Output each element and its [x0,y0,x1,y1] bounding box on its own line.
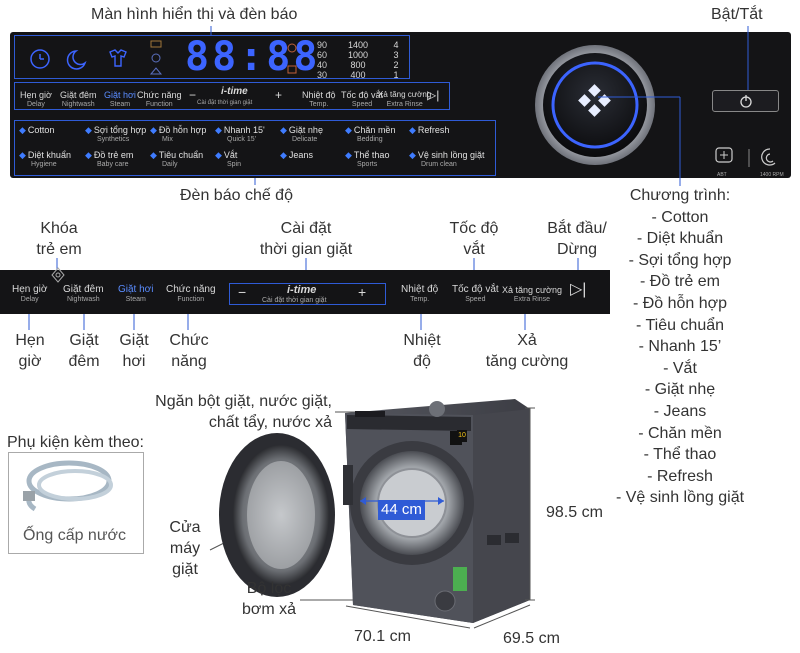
filter-label: Bộ lọc bơm xả [241,580,297,618]
power-button[interactable] [712,90,779,112]
depth-label: 69.5 cm [503,630,560,647]
rinse-values: 4 3 2 1 [393,40,399,80]
power-label: Bật/Tắt [711,6,763,23]
start-pause-button[interactable]: ▷| [427,88,440,102]
display-label: Màn hình hiển thị và đèn báo [91,6,298,23]
program-dial[interactable] [530,40,660,170]
temp-values: 90 60 40 30 [316,40,327,80]
digital-time-display: 88:88 [185,34,321,80]
button-strip [0,270,610,314]
door-label: Cửa máy giặt [169,519,201,578]
water-hose-icon [23,460,113,512]
rpm-label: 1400 RPM [760,172,784,178]
mode-refresh[interactable]: ◆Refresh [409,125,450,135]
mode-lights-label: Đèn báo chế độ [180,187,293,204]
lock-indicator-icons [287,43,297,74]
moon-icon [66,50,87,70]
start-stop-label: Bắt đầu/Dừng [547,220,607,258]
itime-control[interactable]: − i-time Cài đặt thời gian giặt + [189,86,283,107]
child-lock-icon [51,267,65,283]
accessory-label: Phụ kiện kèm theo: [7,434,144,451]
mode-quick15[interactable]: ◆Nhanh 15'Quick 15' [215,125,265,143]
strip-itime-control[interactable]: − i-time Cài đặt thời gian giặt + [229,283,386,305]
control-panel-top [10,32,791,178]
mode-grid-frame [14,120,496,176]
display-frame [14,35,410,79]
button-row-frame [14,82,450,110]
accessory-box: Ống cấp nước [8,452,144,554]
feature-icons [715,147,776,167]
width-label: 70.1 cm [354,628,411,645]
programs-list: Chương trình: - Cotton - Diệt khuẩn - Sợ… [615,187,745,507]
display-small-icons [149,40,163,75]
energy-badge: 10 [457,430,467,442]
mode-jeans[interactable]: ◆Jeans [280,150,313,160]
opening-label: 44 cm [378,500,425,520]
height-label: 98.5 cm [546,504,603,521]
speed-values: 1400 1000 800 400 [347,40,369,80]
clock-icon [30,49,50,69]
mode-cotton[interactable]: ◆Cotton [19,125,55,135]
drawer-label: Ngăn bột giặt, nước giặt, chất tẩy, nước… [155,393,332,431]
strip-start-pause-button[interactable]: ▷| [570,281,587,298]
display-status-icons [30,49,127,70]
shirt-icon [109,49,127,67]
abt-label: ABT [717,172,727,178]
